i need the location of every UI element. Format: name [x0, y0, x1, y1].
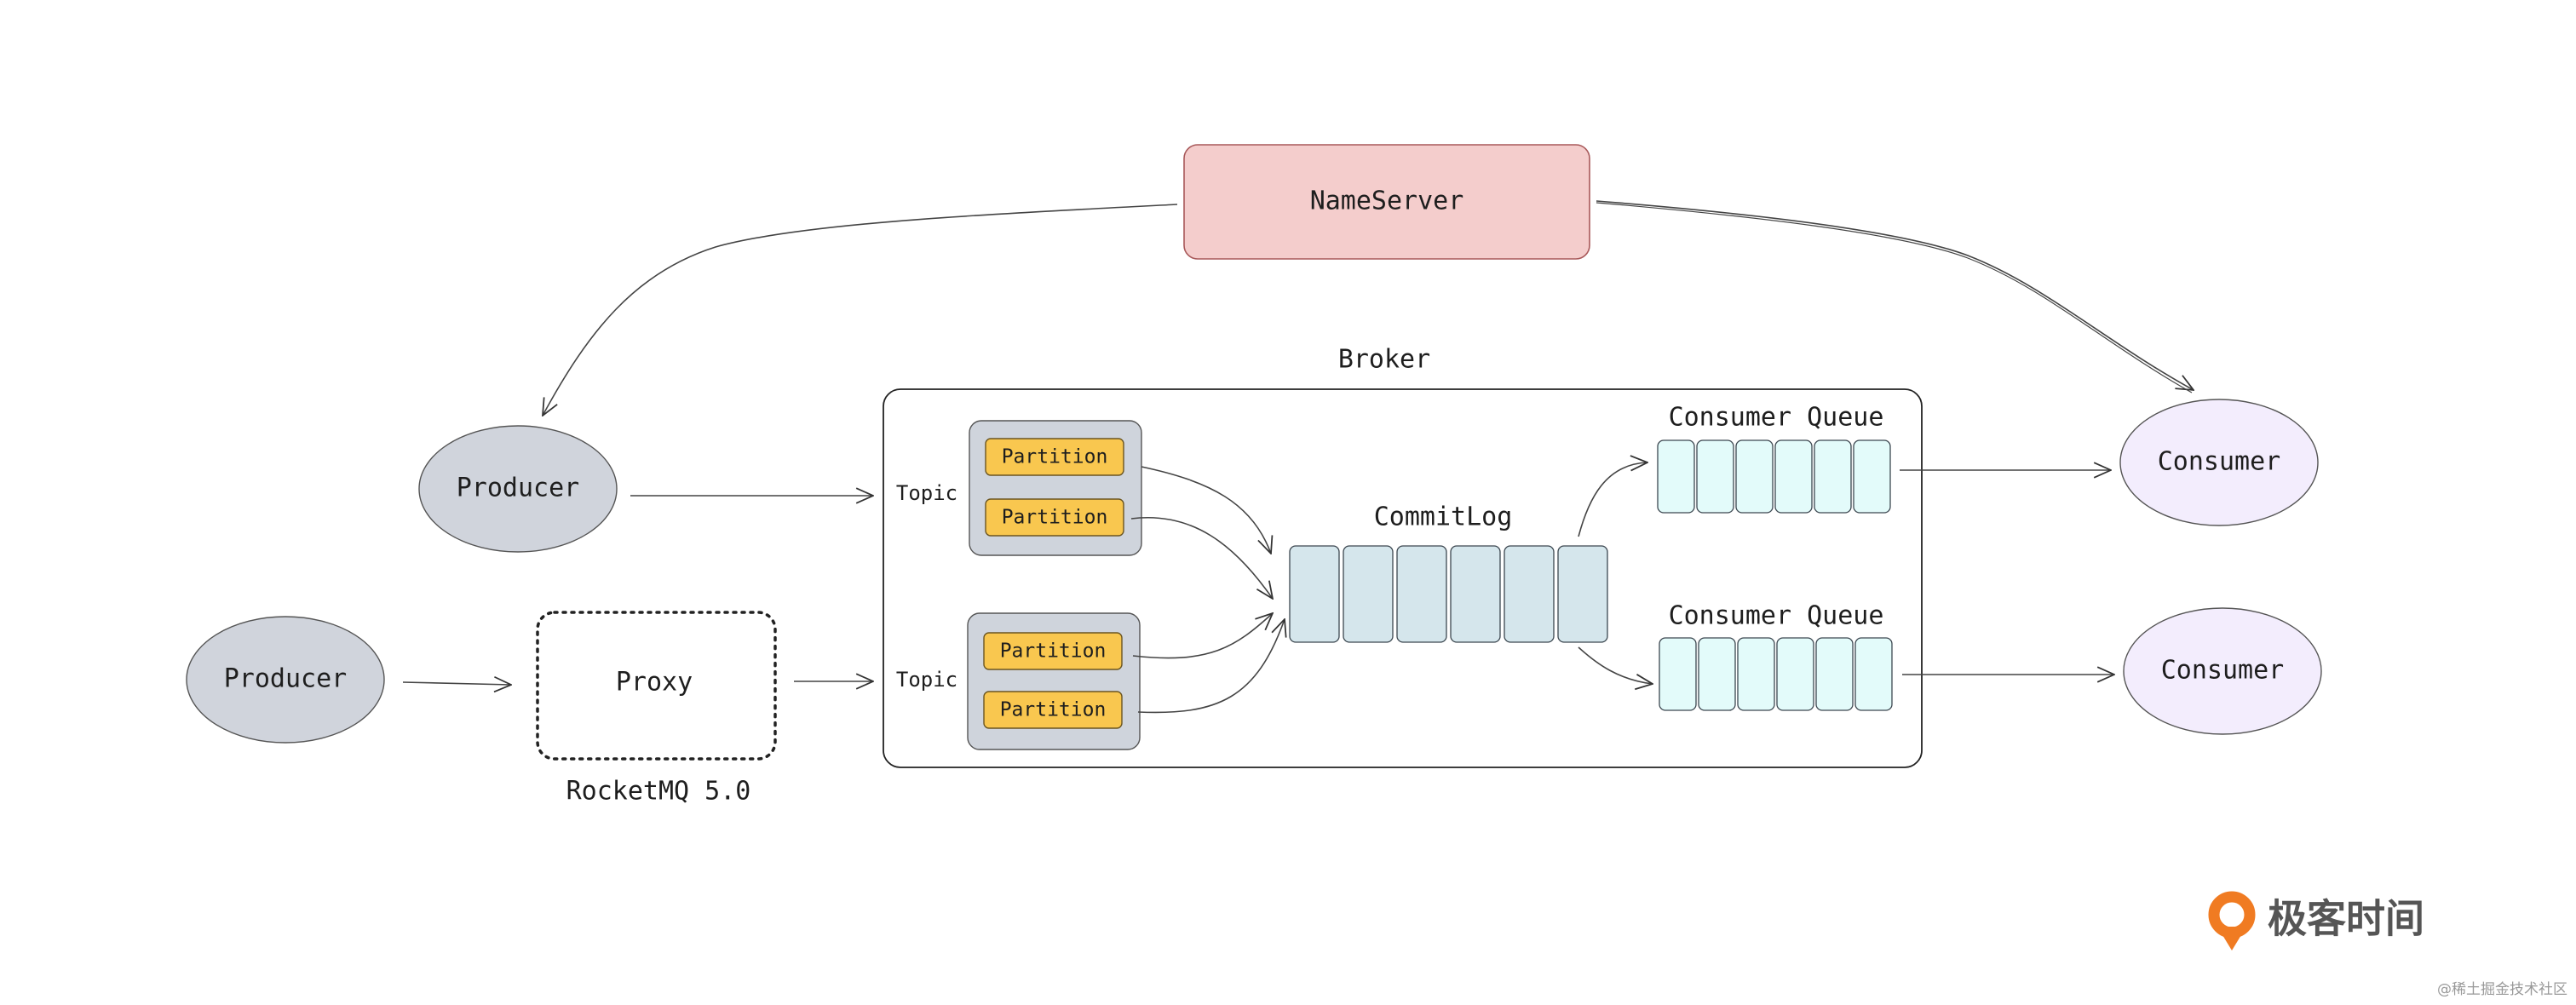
producer-label: Producer [457, 474, 580, 503]
nameserver-label: NameServer [1310, 187, 1464, 216]
partition-label: Partition [1002, 446, 1108, 468]
brand-name: 极客时间 [2268, 896, 2424, 942]
nameserver-node: NameServer [1183, 144, 1590, 260]
queue-cell [1815, 637, 1854, 711]
commitlog-cell [1557, 545, 1608, 643]
commitlog-cell [1450, 545, 1501, 643]
commitlog-to-queue-arrow [1578, 462, 1647, 537]
partition-to-commitlog-arrow [1130, 517, 1273, 599]
queue-cell [1696, 439, 1734, 514]
brand-watermark: 极客时间 @稀土掘金技术社区 [2208, 891, 2567, 998]
partition-block: Partition [983, 632, 1123, 670]
nameserver-to-consumer-arrow [1596, 200, 2194, 390]
producer-node-top: Producer [418, 425, 618, 553]
consumer-queue-block [1657, 439, 1891, 514]
commitlog-block [1289, 545, 1608, 643]
broker-title: Broker [1338, 345, 1430, 375]
producer-to-proxy-arrow [402, 682, 511, 685]
partition-to-commitlog-arrow [1132, 613, 1273, 659]
consumer-queue-label: Consumer Queue [1669, 403, 1884, 433]
queue-cell [1814, 439, 1852, 514]
queue-cell [1659, 637, 1697, 711]
consumer-node-top: Consumer [2119, 399, 2319, 526]
partition-block: Partition [985, 498, 1124, 537]
queue-cell [1698, 637, 1736, 711]
proxy-caption: RocketMQ 5.0 [566, 777, 751, 807]
partition-label: Partition [1000, 699, 1107, 721]
queue-cell [1854, 637, 1893, 711]
queue-cell [1774, 439, 1813, 514]
proxy-node: Proxy [536, 611, 777, 761]
consumer-label: Consumer [2158, 447, 2281, 477]
partition-to-commitlog-arrow [1141, 466, 1271, 554]
broker-container [883, 388, 1923, 768]
commitlog-cell [1396, 545, 1447, 643]
partition-to-commitlog-arrow [1137, 619, 1285, 714]
brand-logo-icon [2208, 891, 2256, 950]
commitlog-to-queue-arrow [1578, 646, 1653, 684]
topic-partition-group: Partition Partition [969, 420, 1142, 556]
topic-label: Topic [896, 481, 957, 505]
queue-cell [1776, 637, 1814, 711]
topic-label: Topic [896, 668, 957, 692]
partition-block: Partition [983, 691, 1123, 729]
consumer-queue-label: Consumer Queue [1669, 601, 1884, 631]
queue-cell [1735, 439, 1774, 514]
proxy-label: Proxy [616, 668, 693, 698]
watermark-credit: @稀土掘金技术社区 [2437, 981, 2567, 998]
producer-label: Producer [224, 664, 348, 694]
commitlog-cell [1504, 545, 1555, 643]
consumer-label: Consumer [2161, 656, 2285, 686]
commitlog-cell [1343, 545, 1394, 643]
consumer-node-bottom: Consumer [2123, 607, 2322, 735]
consumer-queue-block [1659, 637, 1893, 711]
producer-node-bottom: Producer [186, 616, 385, 744]
commitlog-label: CommitLog [1374, 502, 1513, 532]
queue-cell [1737, 637, 1775, 711]
commitlog-cell [1289, 545, 1340, 643]
nameserver-to-producer-arrow [543, 204, 1178, 416]
topic-partition-group: Partition Partition [967, 612, 1141, 750]
partition-label: Partition [1000, 640, 1107, 663]
partition-label: Partition [1002, 507, 1108, 529]
queue-cell [1853, 439, 1891, 514]
partition-block: Partition [985, 438, 1124, 476]
queue-cell [1657, 439, 1695, 514]
